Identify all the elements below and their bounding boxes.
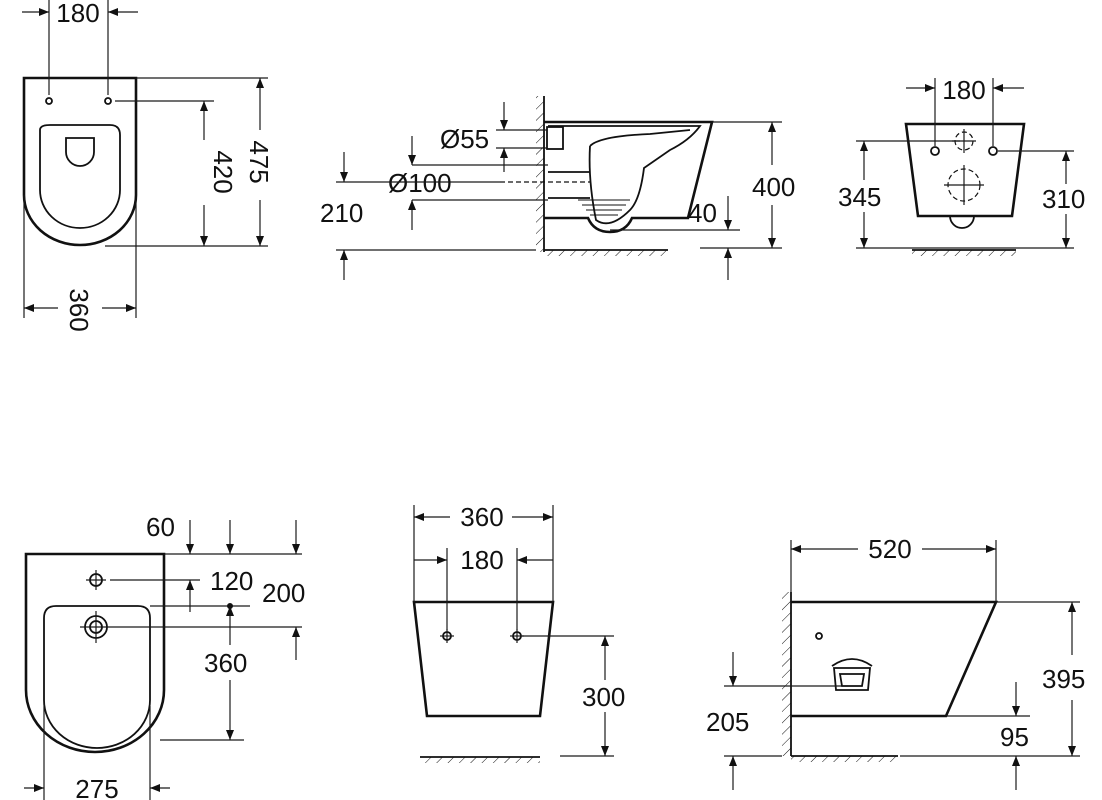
toilet-back-view: 180 345 310 <box>838 75 1085 256</box>
toilet-side-height: 400 <box>752 172 795 202</box>
toilet-top-height-total: 475 <box>244 140 274 183</box>
mount-hole-icon <box>104 97 112 105</box>
bidet-back-width-total: 360 <box>460 502 503 532</box>
toilet-side-pipe-large: Ø100 <box>388 168 452 198</box>
bidet-top-dim-360: 360 <box>204 648 247 678</box>
bidet-top-dim-60: 60 <box>146 512 175 542</box>
mount-hole-icon <box>45 97 53 105</box>
toilet-side-pipe-small: Ø55 <box>440 124 489 154</box>
mount-hole-icon <box>510 629 524 643</box>
bidet-side-bottom: 95 <box>1000 722 1029 752</box>
toilet-back-height-left: 345 <box>838 182 881 212</box>
toilet-back-width-holes: 180 <box>942 75 985 105</box>
bidet-top-dim-120: 120 <box>210 566 253 596</box>
toilet-side-bottom: 40 <box>688 198 717 228</box>
drain-outlet-icon <box>831 658 873 691</box>
bidet-top-dim-200: 200 <box>262 578 305 608</box>
toilet-top-width-total: 360 <box>64 288 94 331</box>
bidet-top-width-bottom: 275 <box>75 774 118 800</box>
toilet-top-height-holes: 420 <box>208 150 238 193</box>
mount-hole-icon <box>440 629 454 643</box>
bidet-side-height: 395 <box>1042 664 1085 694</box>
bidet-side-view: 520 395 205 95 <box>706 534 1085 790</box>
toilet-side-view: Ø55 Ø100 210 400 40 <box>320 96 795 280</box>
drain-icon <box>80 611 112 643</box>
bidet-back-width-holes: 180 <box>460 545 503 575</box>
mount-hole-icon <box>930 146 940 156</box>
bidet-back-view: 360 180 300 <box>412 502 625 763</box>
bidet-side-length: 520 <box>868 534 911 564</box>
toilet-side-outlet-height: 210 <box>320 198 363 228</box>
toilet-back-height-right: 310 <box>1042 184 1085 214</box>
bidet-back-height: 300 <box>582 682 625 712</box>
mount-hole-icon <box>988 146 998 156</box>
faucet-hole-icon <box>86 570 106 590</box>
bidet-top-view: 60 120 200 360 275 <box>24 512 305 800</box>
toilet-top-view: 180 420 475 360 <box>22 0 274 332</box>
bidet-side-outlet-height: 205 <box>706 707 749 737</box>
toilet-top-width-holes: 180 <box>56 0 99 28</box>
faucet-hole-icon <box>815 632 823 640</box>
